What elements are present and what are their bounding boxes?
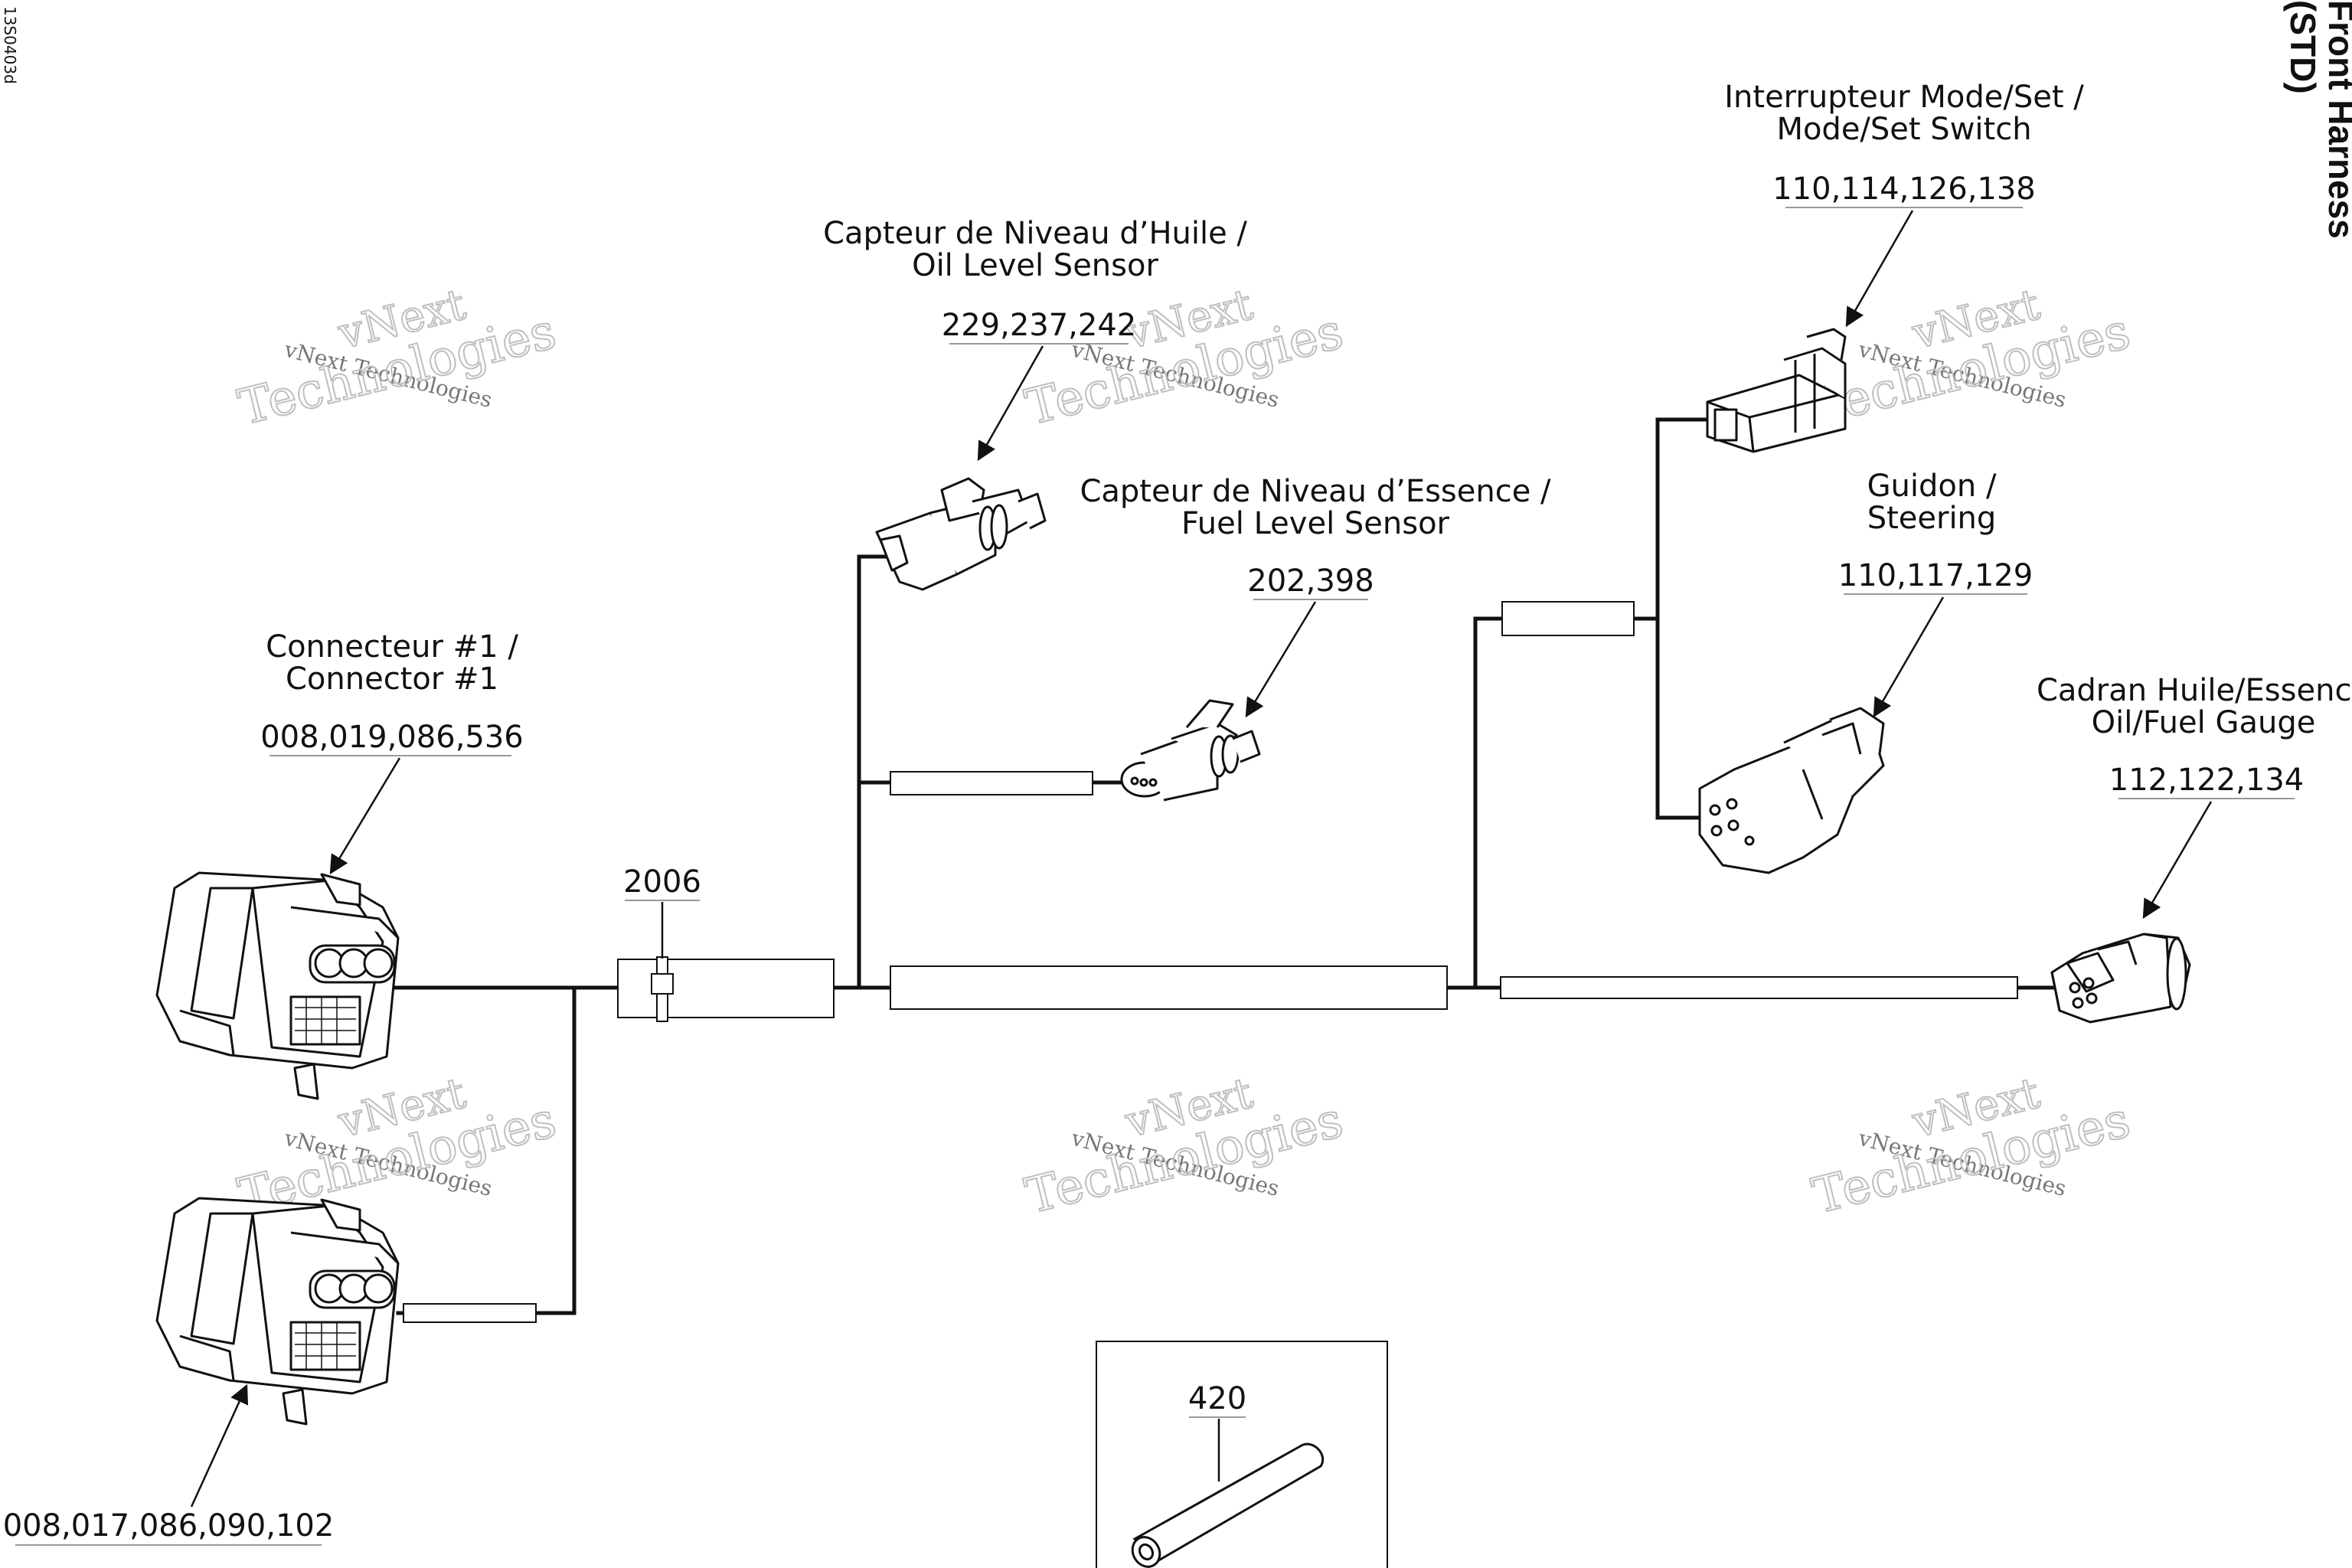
connector1-parts: 008,019,086,536 (260, 720, 524, 755)
fuel-sensor-parts: 202,398 (1247, 564, 1374, 599)
switch-label-en: Mode/Set Switch (1776, 112, 2031, 147)
fuel-sensor-label-en: Fuel Level Sensor (1181, 506, 1450, 541)
wire-steering-trunk (1473, 616, 1660, 990)
clip-parts: 2006 (623, 864, 701, 900)
connector-1-icon (155, 871, 400, 1100)
sleeve-fuel-branch (890, 771, 1093, 795)
wire-switch-branch (1655, 417, 1710, 820)
doc-code: 13S0403d (1, 6, 19, 84)
sleeve-main-mid (890, 965, 1448, 1010)
connector1-label-en: Connector #1 (286, 662, 498, 697)
oil-sensor-label-en: Oil Level Sensor (912, 248, 1158, 283)
connector2-leader (190, 1383, 249, 1508)
switch-label-fr: Interrupteur Mode/Set / (1724, 80, 2084, 115)
sleeve-parts: 420 (1188, 1381, 1246, 1416)
connector-2-icon (155, 1197, 400, 1426)
gauge-label-en: Oil/Fuel Gauge (2092, 705, 2316, 740)
title: Front Harness (STD) (2283, 0, 2352, 239)
gauge-parts: 112,122,134 (2109, 763, 2304, 798)
sleeve-420-frame (1096, 1341, 1388, 1568)
title-line2: (STD) (2283, 0, 2323, 94)
steering-connector-icon (1698, 707, 1885, 874)
steering-parts: 110,117,129 (1838, 558, 2033, 593)
oil-level-sensor-icon (875, 477, 1047, 591)
oil-sensor-parts: 229,237,242 (942, 308, 1136, 343)
sleeve-steering-branch (1501, 601, 1635, 636)
sleeve-420-icon (1131, 1442, 1324, 1568)
steering-label-en: Steering (1867, 501, 1997, 536)
connector1-label-fr: Connecteur #1 / (266, 629, 518, 665)
fuel-sensor-leader (1245, 601, 1317, 718)
switch-leader (1845, 210, 1914, 328)
fuel-sensor-label-fr: Capteur de Niveau d’Essence / (1080, 474, 1551, 509)
clip-2006 (651, 956, 674, 1022)
steering-leader (1873, 596, 1945, 718)
steering-label-fr: Guidon / (1867, 469, 1997, 504)
fuel-level-sensor-icon (1120, 699, 1261, 802)
connector1-leader (329, 757, 401, 875)
sleeve-clip-section (617, 959, 835, 1018)
oil-sensor-leader (977, 345, 1044, 462)
sleeve-main-right (1500, 976, 2018, 999)
title-line1: Front Harness (2321, 0, 2352, 239)
switch-parts: 110,114,126,138 (1772, 172, 2036, 207)
gauge-label-fr: Cadran Huile/Essence (2037, 673, 2352, 708)
oil-sensor-label-fr: Capteur de Niveau d’Huile / (823, 216, 1247, 251)
mode-set-switch-icon (1706, 328, 1847, 453)
connector2-parts: 008,017,086,090,102 (3, 1508, 335, 1544)
oil-fuel-gauge-connector-icon (2050, 933, 2191, 1024)
sleeve-connector2 (403, 1303, 537, 1323)
gauge-leader (2142, 801, 2213, 920)
